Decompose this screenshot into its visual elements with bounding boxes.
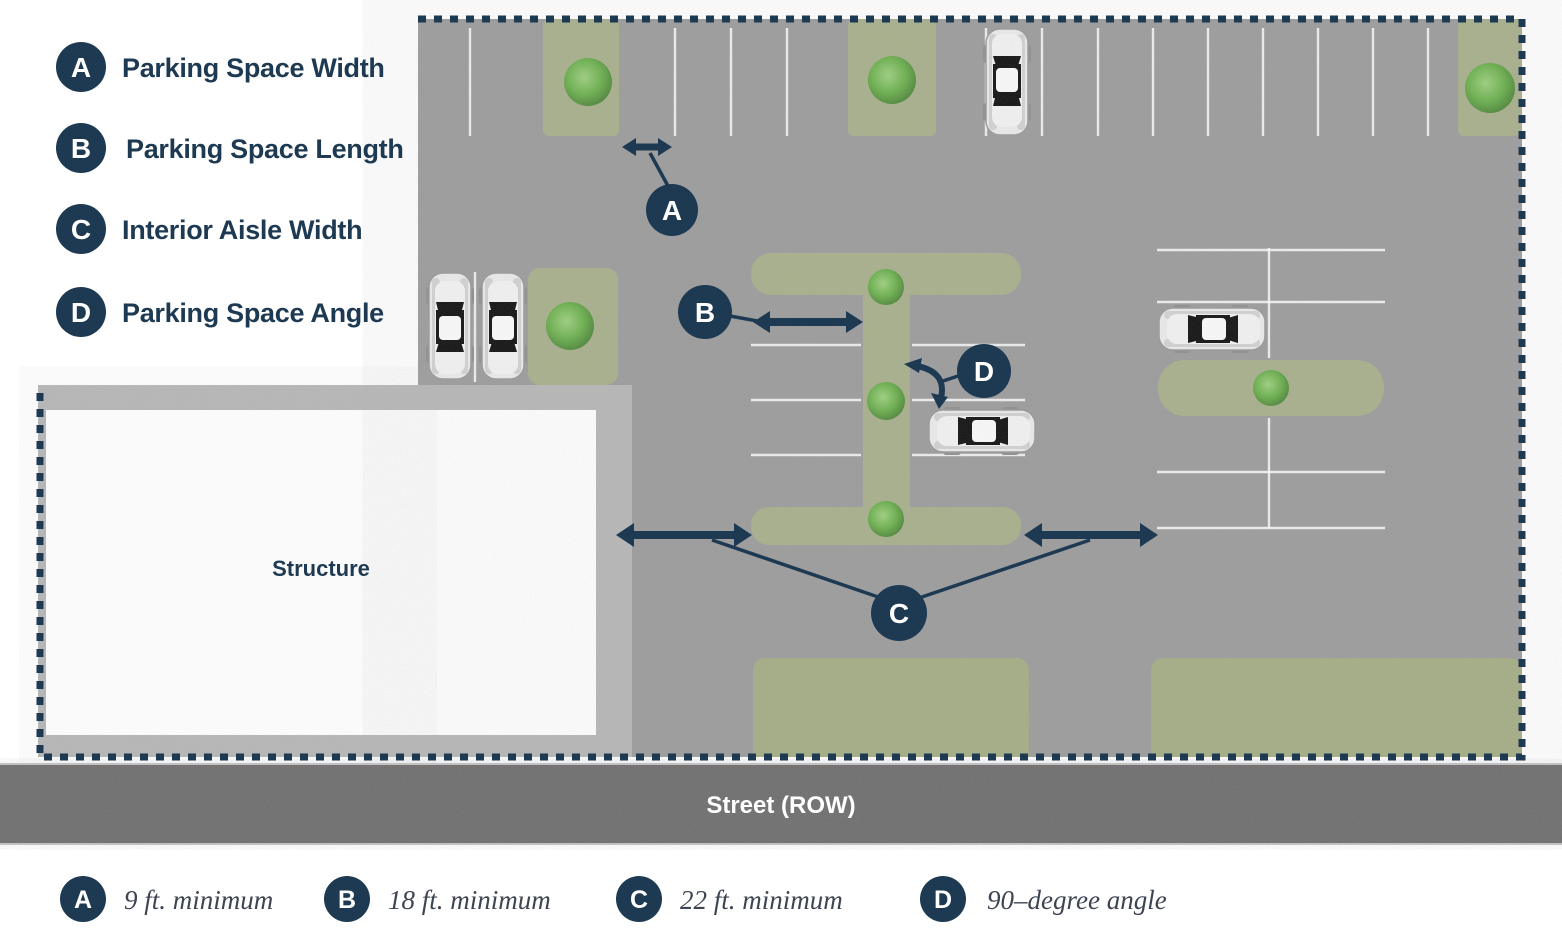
callout-b-badge xyxy=(678,285,732,339)
legend-a-letter: A xyxy=(71,52,91,83)
measure-arrow-c-right xyxy=(1024,523,1158,547)
legend-c-badge xyxy=(56,204,106,254)
callout-b-letter: B xyxy=(695,297,715,328)
callout-a-connector xyxy=(648,152,670,187)
legend-definitions: A Parking Space Width B Parking Space Le… xyxy=(56,42,404,337)
street-label: Street (ROW) xyxy=(706,792,855,819)
angle-arc-d xyxy=(916,363,945,399)
legend-value-c-letter: C xyxy=(630,886,648,914)
callout-a: A xyxy=(622,138,698,236)
legend-item-d: D Parking Space Angle xyxy=(56,287,384,337)
legend-value-b-text: 18 ft. minimum xyxy=(388,885,551,915)
street: Street (ROW) xyxy=(0,763,1562,845)
legend-value-a-text: 9 ft. minimum xyxy=(124,885,273,915)
legend-a-label: Parking Space Width xyxy=(122,53,385,83)
legend-value-b: B 18 ft. minimum xyxy=(324,876,551,922)
legend-c-label: Interior Aisle Width xyxy=(122,215,362,245)
legend-item-a: A Parking Space Width xyxy=(56,42,385,92)
legend-value-c-badge xyxy=(616,876,662,922)
callout-b-connector xyxy=(729,314,764,324)
yard-texture xyxy=(38,385,418,757)
legend-value-d-text: 90–degree angle xyxy=(987,885,1167,915)
property-line xyxy=(36,15,1526,761)
measure-arrow-c-left xyxy=(616,523,752,547)
measure-arrow-a xyxy=(622,138,672,156)
legend-d-label: Parking Space Angle xyxy=(122,298,384,328)
callout-b: B xyxy=(678,285,863,339)
callout-a-letter: A xyxy=(662,195,682,226)
legend-value-a-badge xyxy=(60,876,106,922)
callout-d-letter: D xyxy=(974,356,994,387)
callout-d: D xyxy=(904,344,1011,409)
angle-arc-head-up xyxy=(904,358,922,373)
callout-c-connector-left xyxy=(711,538,885,601)
legend-b-badge xyxy=(56,123,106,173)
legend-value-a-letter: A xyxy=(74,886,92,914)
callout-d-badge xyxy=(957,344,1011,398)
measure-arrow-b xyxy=(753,311,863,333)
legend-value-d-letter: D xyxy=(934,886,952,914)
legend-b-label: Parking Space Length xyxy=(126,134,404,164)
legend-a-badge xyxy=(56,42,106,92)
legend-values: A 9 ft. minimum B 18 ft. minimum C 22 ft… xyxy=(60,876,1167,922)
angle-arc-head-down xyxy=(931,393,948,409)
parking-lot: Structure xyxy=(38,19,1522,757)
street-texture xyxy=(0,763,1562,845)
callouts: A B C D xyxy=(616,138,1158,641)
legend-c-letter: C xyxy=(71,214,91,245)
legend-value-c-text: 22 ft. minimum xyxy=(680,885,843,915)
callout-c-badge xyxy=(871,585,927,641)
structure-label: Structure xyxy=(272,556,370,581)
callout-c: C xyxy=(616,523,1158,641)
callout-d-connector xyxy=(939,374,959,384)
legend-value-b-badge xyxy=(324,876,370,922)
callout-a-badge xyxy=(646,184,698,236)
legend-item-c: C Interior Aisle Width xyxy=(56,204,363,254)
legend-item-b: B Parking Space Length xyxy=(56,123,404,173)
legend-value-b-letter: B xyxy=(338,886,356,914)
callout-c-connector-right xyxy=(915,538,1091,601)
legend-value-d: D 90–degree angle xyxy=(920,876,1167,922)
legend-value-d-badge xyxy=(920,876,966,922)
callout-c-letter: C xyxy=(889,598,909,629)
legend-d-badge xyxy=(56,287,106,337)
legend-b-letter: B xyxy=(71,133,91,164)
legend-value-c: C 22 ft. minimum xyxy=(616,876,843,922)
legend-d-letter: D xyxy=(71,297,91,328)
legend-value-a: A 9 ft. minimum xyxy=(60,876,273,922)
